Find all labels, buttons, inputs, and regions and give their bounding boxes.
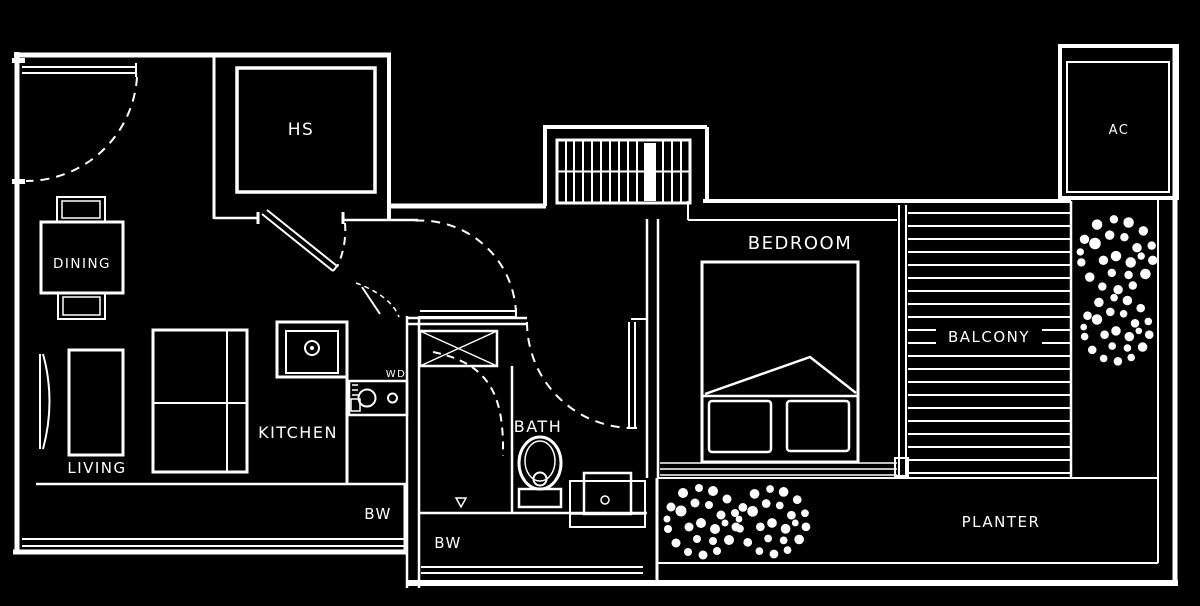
sofa-sectional bbox=[151, 328, 249, 474]
window-bay bbox=[555, 138, 692, 205]
sofa bbox=[67, 348, 125, 457]
room-label-kitchen: KITCHEN bbox=[258, 423, 338, 442]
interior-walls bbox=[212, 55, 897, 588]
outer-walls bbox=[13, 46, 1178, 586]
room-label-bedroom: BEDROOM bbox=[748, 233, 852, 254]
kitchen: KITCHEN WD bbox=[258, 282, 409, 442]
dining-chair bbox=[57, 292, 106, 320]
shrub-icon bbox=[1076, 215, 1158, 295]
living-room: LIVING bbox=[39, 328, 249, 477]
entry-door bbox=[12, 58, 138, 184]
room-label-ac: AC bbox=[1109, 123, 1130, 138]
pillow bbox=[707, 399, 773, 454]
floor-trap bbox=[454, 497, 468, 509]
balcony: BALCONY bbox=[894, 201, 1073, 478]
bed bbox=[700, 260, 860, 464]
balcony-threshold bbox=[894, 457, 909, 477]
vanity-basin bbox=[569, 471, 646, 528]
room-label-dining: DINING bbox=[53, 256, 111, 272]
window-mullion bbox=[644, 143, 656, 201]
shrub-icon bbox=[1080, 293, 1154, 366]
dining-chair bbox=[56, 196, 106, 223]
bedroom: BEDROOM bbox=[660, 233, 897, 476]
room-label-balcony: BALCONY bbox=[948, 328, 1030, 346]
kitchen-sink bbox=[275, 320, 349, 379]
bedroom-window bbox=[660, 462, 897, 476]
bathroom: BATH BW bbox=[418, 321, 647, 574]
hall-door bbox=[409, 219, 517, 319]
room-label-living: LIVING bbox=[67, 459, 126, 477]
shrub-icon bbox=[735, 485, 811, 559]
hs-room: HS bbox=[235, 66, 377, 194]
room-label-hs: HS bbox=[288, 120, 315, 140]
shower-screen-arc bbox=[432, 351, 505, 457]
label-wd: WD bbox=[386, 369, 407, 380]
hs-door bbox=[261, 209, 347, 272]
tv-console bbox=[39, 353, 51, 450]
planter: PLANTER bbox=[657, 198, 1159, 564]
pillow bbox=[785, 399, 851, 453]
cabinet-door-arc bbox=[355, 282, 400, 318]
ac-ledge: AC bbox=[1058, 44, 1179, 200]
shrub-icon bbox=[663, 484, 741, 560]
cooktop bbox=[347, 379, 409, 417]
bath-bay-window bbox=[421, 566, 643, 574]
toilet bbox=[517, 435, 563, 509]
room-label-planter: PLANTER bbox=[962, 513, 1041, 531]
label-bw-bath: BW bbox=[434, 534, 462, 552]
dining-set: DINING bbox=[39, 196, 125, 320]
room-label-bath: BATH bbox=[514, 417, 562, 436]
living-bay-window: BW bbox=[22, 482, 406, 547]
bath-door bbox=[526, 321, 637, 429]
label-bw-living: BW bbox=[364, 505, 392, 523]
shaft-box bbox=[418, 329, 499, 368]
